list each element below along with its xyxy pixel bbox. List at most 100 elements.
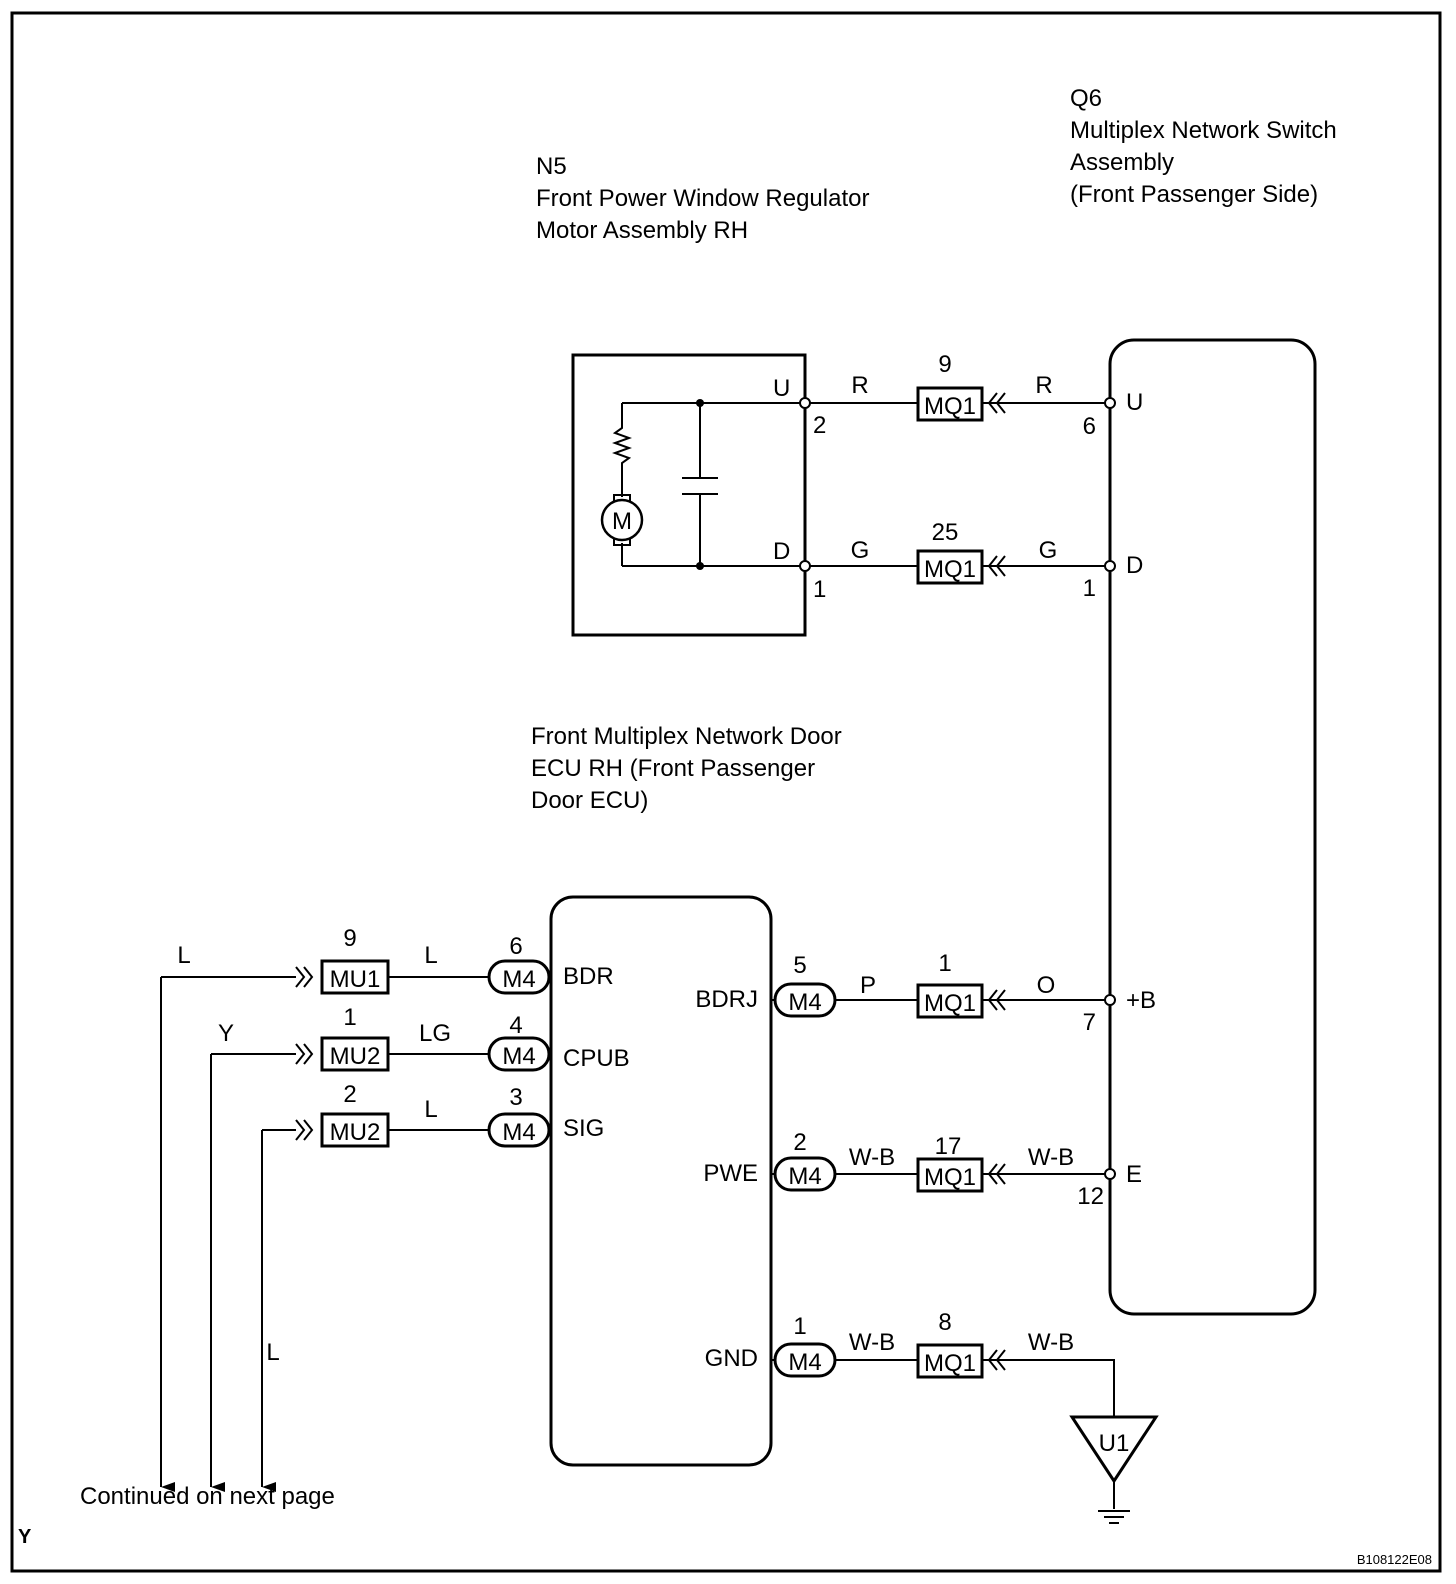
q6-pin-e-number: 12 [1077,1183,1104,1210]
connector-mq1-c-chevron-icon [987,989,1006,1011]
wire-gnd-left-color: W-B [849,1329,895,1356]
wire-e-right-color: W-B [1028,1144,1074,1171]
wire-sig-right-color: L [424,1096,437,1123]
connector-mu2-b-pin: 2 [343,1081,356,1108]
q6-pin-u-number: 6 [1083,413,1096,440]
ecu-box [549,895,773,1467]
n5-terminal-d [799,560,811,572]
ecu-pin-pwe-label: PWE [703,1160,758,1187]
wire-d-left-color: G [851,537,870,564]
connector-mu1-label: MU1 [330,966,381,993]
q6-component: Q6 Multiplex Network Switch Assembly (Fr… [1070,85,1337,1316]
capacitor-icon [682,403,718,566]
connector-mq1-b-pin: 25 [932,519,959,546]
n5-pin-d-label: D [773,538,790,565]
connector-mq1-c-label: MQ1 [924,990,976,1017]
connector-m4-sig [487,1112,551,1148]
q6-id: Q6 [1070,85,1102,112]
connector-mq1-b [916,549,984,585]
ecu-name-line-2: ECU RH (Front Passenger [531,755,815,782]
connector-mq1-e [916,1343,984,1379]
n5-motor-label: M [612,508,632,535]
wire-bdr-left-color: L [177,942,190,969]
ecu-name-line-1: Front Multiplex Network Door [531,723,842,750]
wire-bdr-right-color: L [424,942,437,969]
q6-terminal-d [1104,560,1116,572]
m4-right-connectors: M4 5 M4 2 M4 1 [771,952,837,1378]
connector-m4-bdr [487,959,551,995]
n5-name-line-2: Motor Assembly RH [536,217,748,244]
q6-terminal-u [1104,397,1116,409]
connector-mq1-e-pin: 8 [938,1309,951,1336]
wire-u-right-color: R [1035,372,1052,399]
q6-pin-u-label: U [1126,389,1143,416]
connector-m4-cpub-pin: 4 [509,1012,522,1039]
motor-icon [600,498,644,542]
q6-name-line-3: (Front Passenger Side) [1070,181,1318,208]
ecu-pin-gnd-label: GND [705,1345,758,1372]
continued-note: Continued on next page [80,1483,335,1510]
connector-mu2-a-chevron-icon [295,1043,314,1065]
connector-mq1-a [916,386,984,422]
connector-mu2-b-label: MU2 [330,1119,381,1146]
connector-m4-sig-pin: 3 [509,1084,522,1111]
connector-m4-bdrj-pin: 5 [793,952,806,979]
left-wiring: L L MU1 9 M4 6 Y LG MU2 1 M4 4 L L MU2 2… [160,925,551,1492]
wire-e-left-color: W-B [849,1144,895,1171]
connector-mu2-b-chevron-icon [295,1119,314,1141]
connector-mq1-c-pin: 1 [938,950,951,977]
wire-b-left-color: P [860,972,876,999]
q6-name-line-1: Multiplex Network Switch [1070,117,1337,144]
ground-point: U1 [1069,1415,1159,1524]
wire-d-right-color: G [1039,537,1058,564]
connector-m4-bdrj-label: M4 [788,989,821,1016]
ecu-name-line-3: Door ECU) [531,787,648,814]
connector-mq1-a-chevron-icon [987,392,1006,414]
ecu-pin-bdrj-label: BDRJ [695,986,758,1013]
connector-m4-cpub-label: M4 [502,1043,535,1070]
n5-name-line-1: Front Power Window Regulator [536,185,869,212]
connector-mu1-pin: 9 [343,925,356,952]
connector-m4-pwe-pin: 2 [793,1129,806,1156]
n5-pin-d-number: 1 [813,576,826,603]
connector-mu1 [320,959,390,995]
n5-pin-u-label: U [773,375,790,402]
figure-code: B108122E08 [1357,1552,1432,1567]
n5-resistor-icon [612,403,632,497]
q6-terminal-e [1104,1168,1116,1180]
n5-junction-top [696,399,704,407]
ground-icon [1098,1510,1130,1524]
n5-id: N5 [536,153,567,180]
q6-name-line-2: Assembly [1070,149,1174,176]
n5-component: N5 Front Power Window Regulator Motor As… [536,153,869,637]
n5-junction-bottom [696,562,704,570]
connector-m4-bdr-label: M4 [502,966,535,993]
connector-mq1-e-label: MQ1 [924,1350,976,1377]
connector-m4-gnd-label: M4 [788,1349,821,1376]
ground-triangle [1069,1415,1159,1484]
n5-terminal-u [799,397,811,409]
ecu-pin-sig-label: SIG [563,1115,604,1142]
wire-sig-down-color: L [266,1339,279,1366]
diagram-frame [10,11,1442,1573]
ecu-pin-cpub-label: CPUB [563,1045,630,1072]
n5-box [571,353,807,637]
connector-m4-sig-label: M4 [502,1119,535,1146]
n5-pin-u-number: 2 [813,412,826,439]
ecu-component: Front Multiplex Network Door ECU RH (Fro… [531,723,842,1467]
q6-pin-b-number: 7 [1083,1009,1096,1036]
connector-mq1-d-chevron-icon [987,1163,1006,1185]
connector-mq1-d-pin: 17 [935,1133,962,1160]
wire-cpub-left-color: Y [218,1020,234,1047]
connector-mq1-a-label: MQ1 [924,393,976,420]
connector-m4-cpub [487,1036,551,1072]
q6-pin-d-label: D [1126,552,1143,579]
connector-m4-pwe [773,1156,837,1192]
connector-m4-gnd-pin: 1 [793,1313,806,1340]
connector-mq1-b-chevron-icon [987,555,1006,577]
corner-letter: Y [18,1526,32,1548]
q6-pin-b-label: +B [1126,987,1156,1014]
connector-m4-bdrj [773,982,837,1018]
connector-mq1-d-label: MQ1 [924,1164,976,1191]
